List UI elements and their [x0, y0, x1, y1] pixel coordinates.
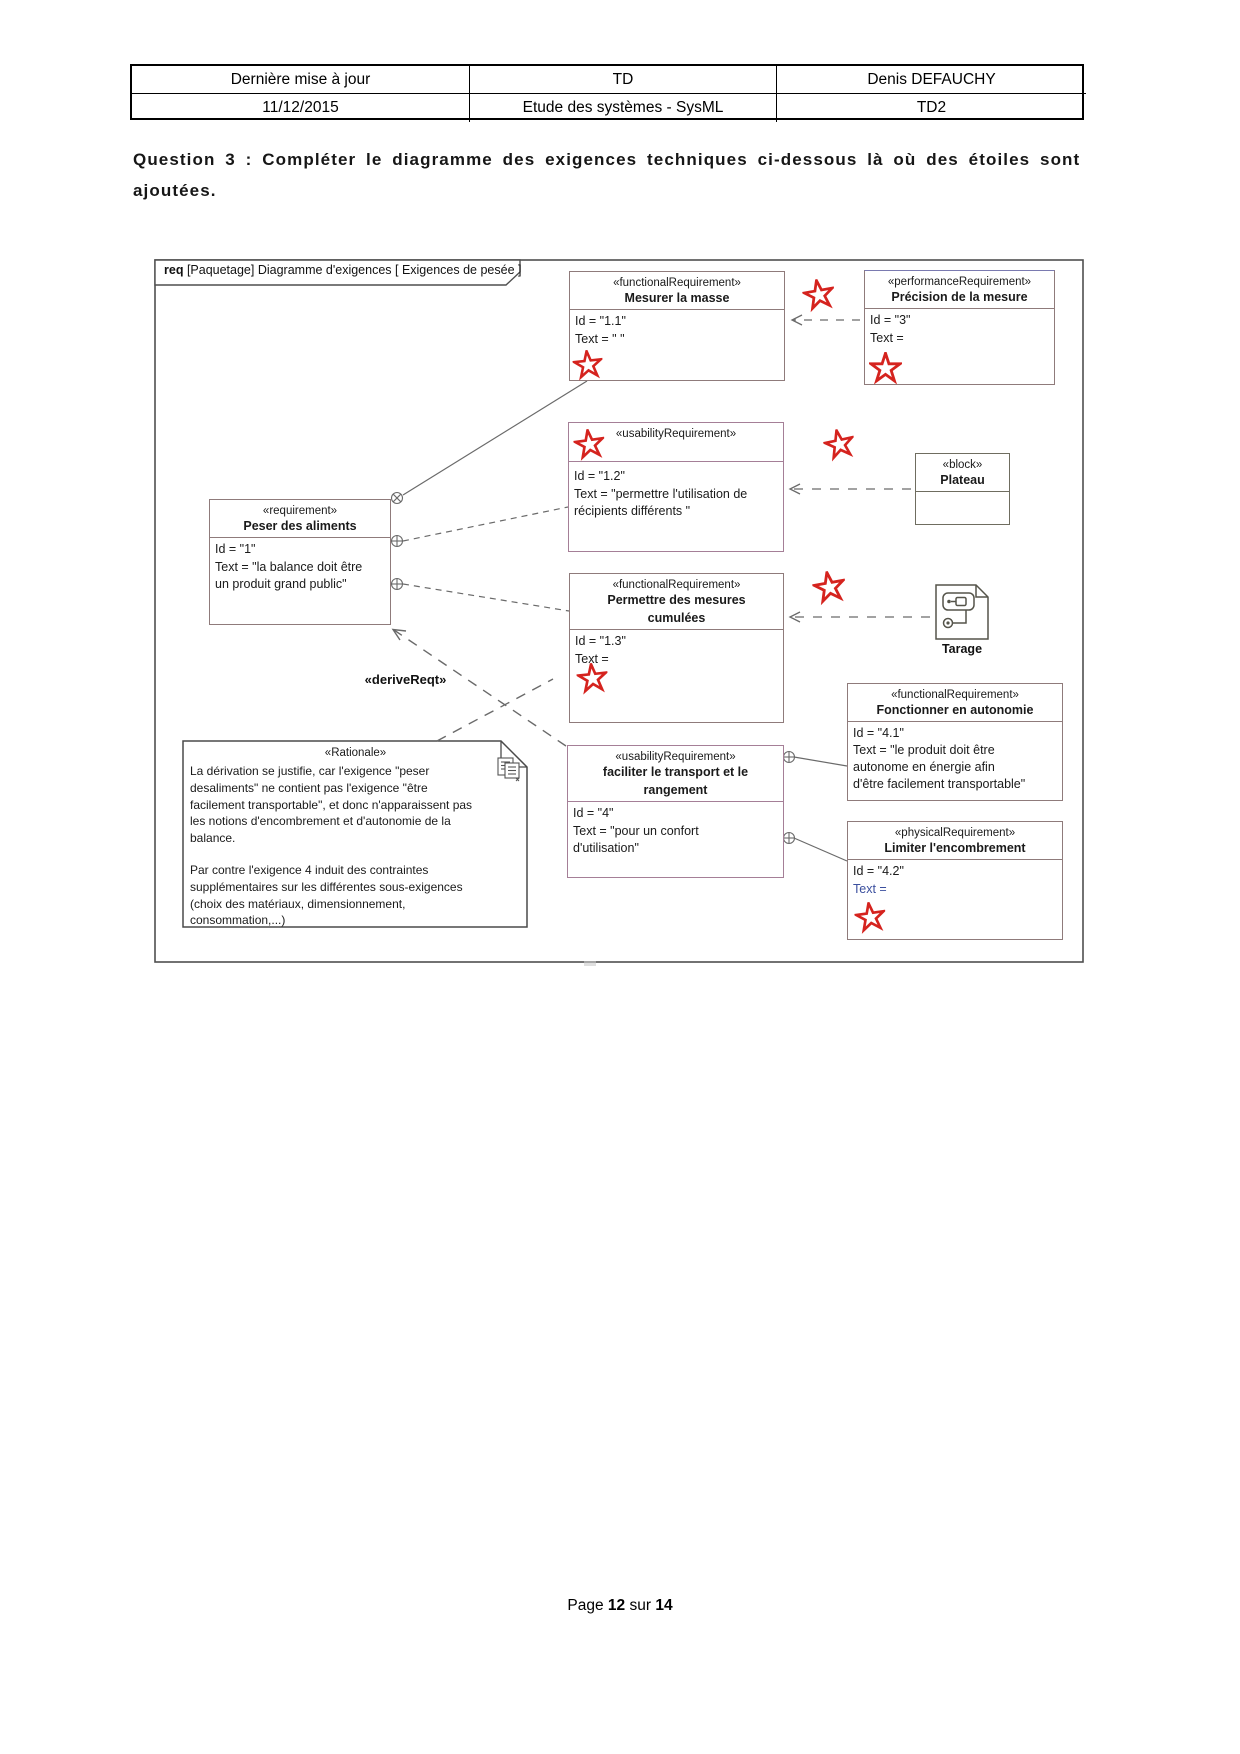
rationale-line: (choix des matériaux, dimensionnement,: [190, 896, 406, 911]
containment-line: [793, 837, 848, 862]
text-line: Text =: [853, 881, 887, 896]
id-line: Id = "1.1": [575, 314, 626, 328]
text-line: récipients différents ": [574, 504, 691, 518]
star-icon: [575, 661, 610, 695]
footer-word-page: Page: [567, 1597, 604, 1614]
stereotype-label: «Rationale»: [324, 747, 387, 759]
requirement-title: Précision de la mesure: [891, 290, 1028, 304]
containment-line: [402, 380, 588, 496]
text-line: d'être facilement transportable": [853, 777, 1026, 791]
table-cell: Dernière mise à jour: [132, 66, 470, 94]
footer-page-number: 12: [607, 1597, 626, 1614]
star-icon: [869, 352, 902, 385]
containment-line-dashed: [402, 506, 569, 542]
stereotype-label: «physicalRequirement»: [894, 827, 1016, 839]
text-line: Text = "permettre l'utilisation de: [574, 486, 748, 501]
requirement-title: faciliter le transport et le: [602, 765, 749, 779]
derive-reqt-label: «deriveReqt»: [364, 672, 447, 687]
dependency-arrow: [790, 314, 860, 326]
requirement-title: rangement: [643, 783, 708, 797]
table-cell: Denis DEFAUCHY: [777, 66, 1086, 94]
stereotype-label: «block»: [942, 459, 983, 471]
star-icon: [852, 899, 888, 934]
req-box-mesures-cumulees: «functionalRequirement» Permettre des me…: [569, 573, 784, 723]
rationale-line: supplémentaires sur les différentes sous…: [190, 879, 463, 894]
requirement-title: Mesurer la masse: [624, 291, 730, 305]
text-line: Text = " ": [575, 331, 625, 346]
block-box-plateau: «block» Plateau: [915, 453, 1010, 525]
rationale-line: balance.: [190, 831, 236, 846]
req-box-peser-des-aliments: «requirement» Peser des aliments Id = "1…: [209, 499, 391, 625]
star-icon: [821, 426, 856, 462]
rationale-line: facilement transportable", et donc n'app…: [190, 797, 473, 812]
star-icon: [571, 426, 607, 461]
frame-title: [Paquetage] Diagramme d'exigences [ Exig…: [186, 263, 522, 277]
frame-watermark: [584, 961, 596, 966]
rationale-line: La dérivation se justifie, car l'exigenc…: [190, 764, 430, 778]
tarage-icon: [935, 584, 989, 640]
dependency-arrow: [788, 611, 930, 623]
table-cell: TD2: [916, 99, 947, 116]
containment-line: [793, 756, 848, 767]
frame-keyword: req: [164, 263, 184, 277]
req-box-fonctionner-autonomie: «functionalRequirement» Fonctionner en a…: [847, 683, 1063, 801]
block-title: Plateau: [940, 473, 985, 487]
requirement-title: Permettre des mesures: [607, 593, 746, 607]
text-line: Text = "la balance doit être: [215, 559, 363, 574]
star-icon: [800, 276, 837, 313]
page-footer: Page 12 sur 14: [0, 1597, 1240, 1615]
containment-line-dashed: [402, 583, 570, 612]
stereotype-label: «usabilityRequirement»: [615, 751, 736, 763]
table-cell: Etude des systèmes - SysML: [470, 94, 777, 122]
id-line: Id = "1.2": [574, 469, 625, 483]
id-line: Id = "4.2": [853, 864, 904, 878]
text-line: un produit grand public": [215, 577, 347, 591]
star-icon: [571, 348, 605, 381]
text-line: Text = "pour un confort: [573, 823, 699, 838]
footer-word-sur: sur: [629, 1597, 652, 1614]
req-box-faciliter-transport: «usabilityRequirement» faciliter le tran…: [567, 745, 784, 878]
star-icon: [810, 568, 848, 606]
text-line: d'utilisation": [573, 841, 639, 855]
rationale-anchor-line: [436, 678, 554, 742]
stereotype-label: «functionalRequirement»: [613, 277, 741, 289]
id-line: Id = "1": [215, 542, 256, 556]
id-line: Id = "3": [870, 313, 911, 327]
stereotype-label: «functionalRequirement»: [891, 689, 1019, 701]
rationale-note: «Rationale» La dérivation se justifie, c…: [183, 741, 527, 927]
derive-reqt-arrow: [391, 628, 567, 747]
frame-tab-label: req [Paquetage] Diagramme d'exigences [ …: [164, 263, 521, 277]
id-line: Id = "4": [573, 806, 614, 820]
rationale-line: Par contre l'exigence 4 induit des contr…: [190, 862, 429, 877]
requirement-title: cumulées: [647, 611, 706, 625]
table-cell: 11/12/2015: [132, 94, 470, 122]
tarage-label: Tarage: [941, 642, 983, 656]
id-line: Id = "4.1": [853, 726, 904, 740]
rationale-line: consommation,...): [190, 913, 286, 928]
requirement-title: Limiter l'encombrement: [884, 841, 1026, 855]
stereotype-label: «requirement»: [262, 505, 338, 517]
header-table: Dernière mise à jour TD Denis DEFAUCHY 1…: [130, 64, 1086, 122]
stereotype-label: «functionalRequirement»: [612, 579, 741, 591]
text-line: Text =: [870, 330, 904, 345]
text-line: autonome en énergie afin: [853, 760, 995, 774]
requirement-title: Peser des aliments: [243, 519, 357, 533]
rationale-line: les notions d'encombrement et d'autonomi…: [190, 814, 451, 829]
rationale-line: desaliments" ne contient pas l'exigence …: [190, 780, 428, 795]
table-cell: TD: [470, 66, 777, 94]
dependency-arrow: [788, 483, 911, 495]
id-line: Id = "1.3": [575, 634, 626, 648]
question-text: Question 3 : Compléter le diagramme des …: [133, 150, 1081, 200]
text-line: Text = "le produit doit être: [853, 743, 995, 757]
stereotype-label: «performanceRequirement»: [887, 276, 1032, 288]
footer-total-pages: 14: [655, 1597, 673, 1614]
requirement-title: Fonctionner en autonomie: [876, 703, 1034, 717]
